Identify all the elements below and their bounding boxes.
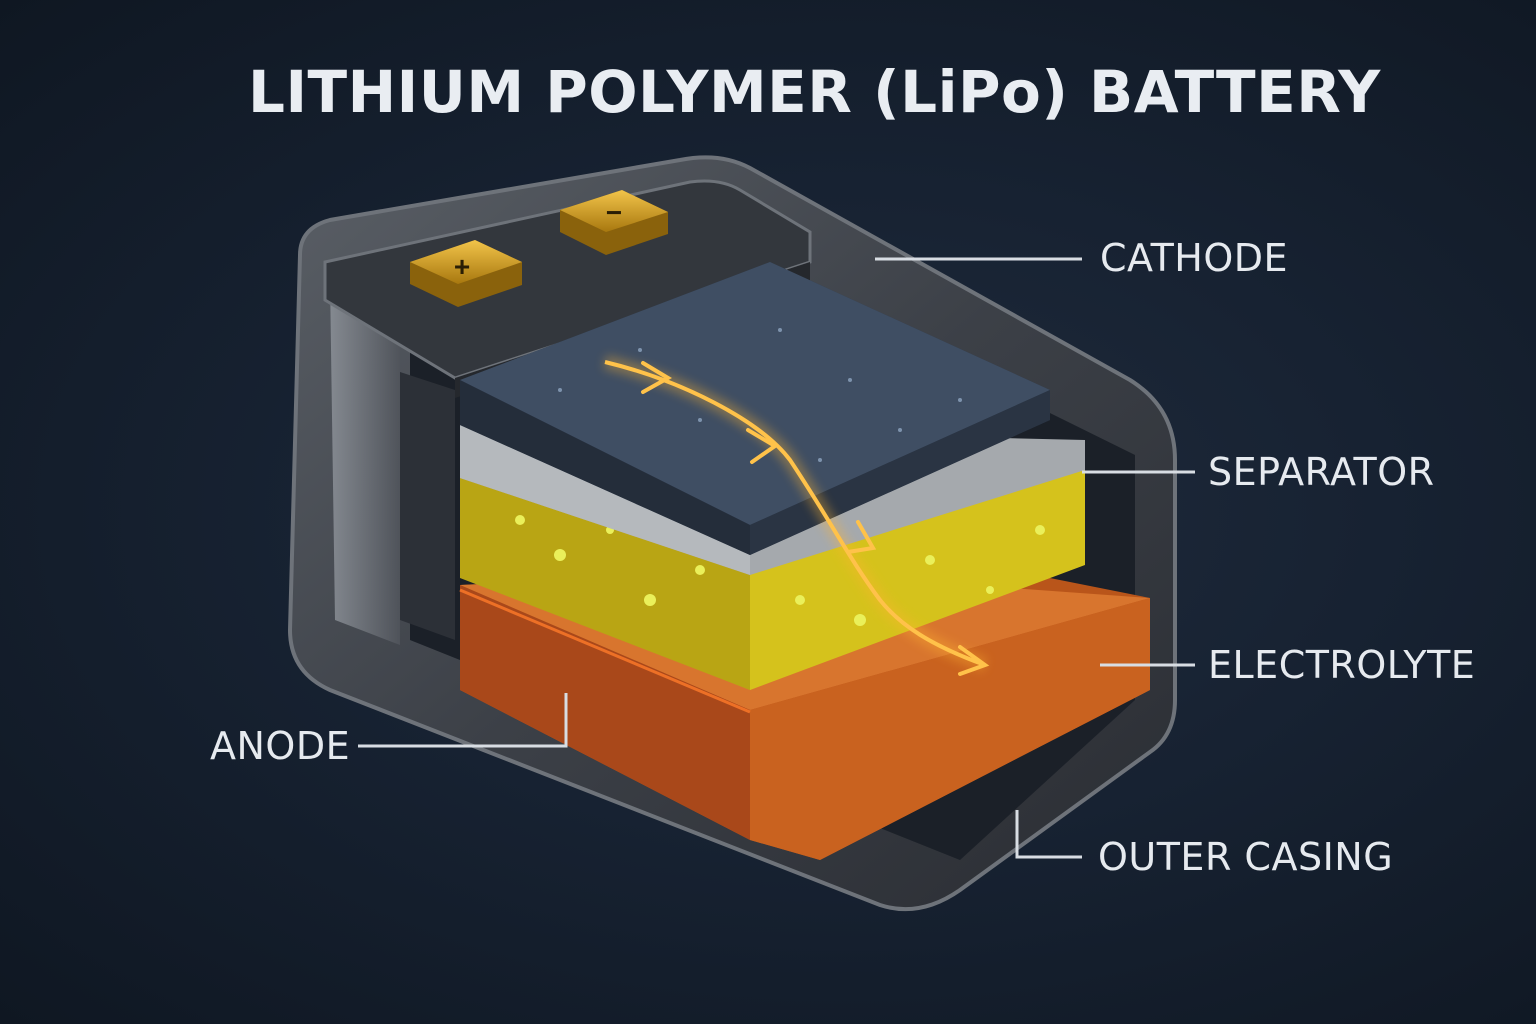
electrolyte-label: ELECTROLYTE: [1208, 643, 1476, 687]
separator-label: SEPARATOR: [1208, 450, 1435, 494]
anode-leader: [358, 693, 568, 748]
outer-casing-label: OUTER CASING: [1098, 835, 1394, 879]
anode-label: ANODE: [210, 724, 351, 768]
negative-terminal: −: [560, 190, 668, 255]
positive-symbol: +: [454, 251, 470, 282]
negative-symbol: −: [606, 197, 622, 228]
ion-flow-arrow: [603, 355, 990, 676]
outer-casing-leader: [1015, 810, 1082, 859]
cathode-layer: [460, 262, 1050, 555]
diagram-title: LITHIUM POLYMER (LiPo) BATTERY: [248, 58, 1381, 126]
leader-lines: [358, 257, 1195, 859]
positive-terminal: +: [410, 240, 522, 307]
cathode-label: CATHODE: [1100, 236, 1289, 280]
